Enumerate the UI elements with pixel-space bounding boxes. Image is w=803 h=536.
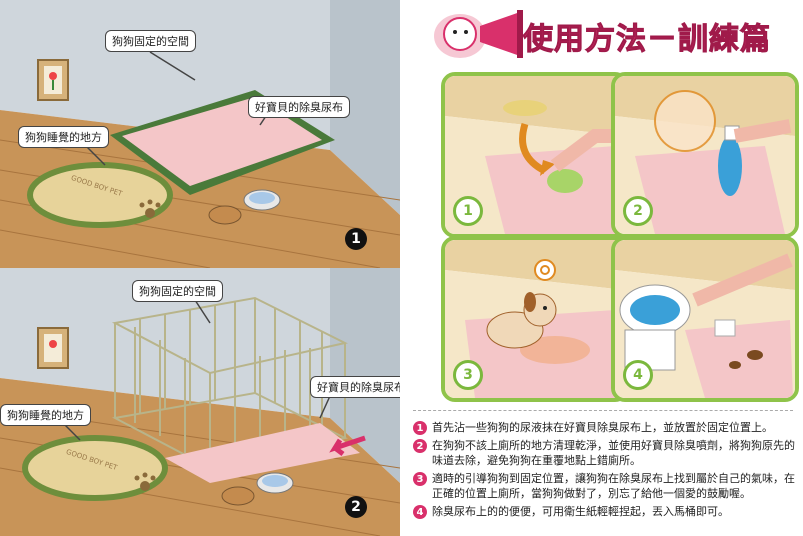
- instruction-number: 4: [413, 505, 427, 519]
- instruction-item: 1 首先沾一些狗狗的尿液抹在好寶貝除臭尿布上，並放置於固定位置上。: [413, 420, 801, 435]
- step-panel-2: 2: [611, 72, 799, 238]
- arrow-icon: [329, 435, 366, 456]
- step-number: 1: [453, 196, 483, 226]
- scene-number-badge: 1: [345, 228, 367, 250]
- instruction-text: 在狗狗不該上廁所的地方清理乾淨，並使用好寶貝除臭噴劑，將狗狗原先的味道去除，避免…: [432, 439, 795, 467]
- callout-fixed-space: 狗狗固定的空間: [105, 30, 196, 52]
- instruction-text: 適時的引導狗狗到固定位置，讓狗狗在除臭尿布上找到屬於自己的氣味，在正確的位置上廁…: [432, 472, 795, 500]
- step-number: 2: [623, 196, 653, 226]
- deodorant-pad: [165, 423, 360, 483]
- instruction-item: 3 適時的引導狗狗到固定位置，讓狗狗在除臭尿布上找到屬於自己的氣味，在正確的位置…: [413, 471, 801, 501]
- instruction-number: 2: [413, 439, 427, 453]
- scene-number-badge: 2: [345, 496, 367, 518]
- callout-sleep-area: 狗狗睡覺的地方: [18, 126, 109, 148]
- instruction-number: 1: [413, 421, 427, 435]
- room-scene-2: [0, 268, 400, 536]
- deodorant-pad: [122, 97, 322, 186]
- instruction-text: 除臭尿布上的的便便，可用衛生紙輕輕捏起，丟入馬桶即可。: [432, 505, 729, 518]
- step-panel-1: 1: [441, 72, 629, 238]
- sleeping-rug: [22, 435, 168, 501]
- instruction-number: 3: [413, 472, 427, 486]
- callout-sleep-area: 狗狗睡覺的地方: [0, 404, 91, 426]
- callout-fixed-space: 狗狗固定的空間: [132, 280, 223, 302]
- scene-2-illustration: 狗狗固定的空間 好寶貝的除臭尿布 狗狗睡覺的地方 GOOD BOY PET 2: [0, 268, 400, 536]
- instructions-list: 1 首先沾一些狗狗的尿液抹在好寶貝除臭尿布上，並放置於固定位置上。 2 在狗狗不…: [413, 420, 801, 522]
- guide-title: 使用方法－訓練篇: [523, 22, 771, 58]
- callout-deodorant-pad: 好寶貝的除臭尿布: [248, 96, 350, 118]
- megaphone-dog-icon: [434, 10, 523, 58]
- step-number: 3: [453, 360, 483, 390]
- step-number: 4: [623, 360, 653, 390]
- instruction-item: 4 除臭尿布上的的便便，可用衛生紙輕輕捏起，丟入馬桶即可。: [413, 504, 801, 519]
- callout-deodorant-pad: 好寶貝的除臭尿布: [310, 376, 400, 398]
- instruction-item: 2 在狗狗不該上廁所的地方清理乾淨，並使用好寶貝除臭噴劑，將狗狗原先的味道去除，…: [413, 438, 801, 468]
- scene-1-illustration: 狗狗固定的空間 好寶貝的除臭尿布 狗狗睡覺的地方 GOOD BOY PET 1: [0, 0, 400, 268]
- instruction-text: 首先沾一些狗狗的尿液抹在好寶貝除臭尿布上，並放置於固定位置上。: [432, 421, 773, 434]
- divider: [413, 410, 793, 411]
- usage-guide: 使用方法－訓練篇 1 2: [405, 0, 803, 536]
- food-bowl: [208, 205, 242, 225]
- step-panel-4: 4: [611, 236, 799, 402]
- dog-cage: [111, 296, 348, 470]
- sleeping-rug: [27, 162, 173, 228]
- step-panel-3: 3: [441, 236, 629, 402]
